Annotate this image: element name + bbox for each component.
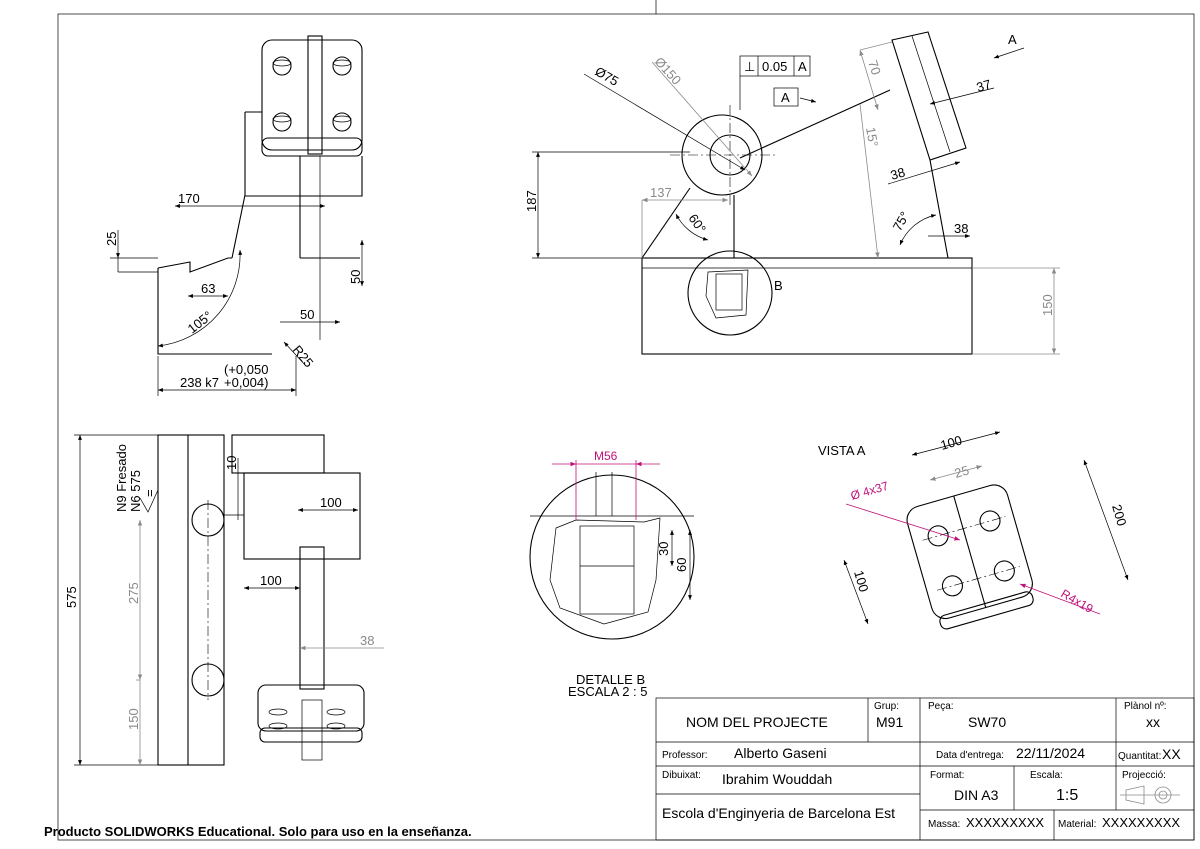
vista-a-title: VISTA A xyxy=(818,443,866,458)
dim-30: 30 xyxy=(656,542,671,556)
quantitat-label: Quantitat: xyxy=(1118,751,1161,762)
dim-100-left: 100 xyxy=(851,569,871,594)
grup-label: Grup: xyxy=(874,701,899,712)
projection-symbol-icon xyxy=(1120,785,1180,805)
datum-box xyxy=(773,87,799,107)
detail-ref-b: B xyxy=(774,278,783,293)
school-name: Escola d'Enginyeria de Barcelona Est xyxy=(662,805,895,821)
dim-15deg: 15° xyxy=(863,126,881,148)
dim-dia75: Ø75 xyxy=(593,64,622,89)
dim-275: 275 xyxy=(126,582,141,604)
quantitat-value: XX xyxy=(1162,746,1181,762)
dim-dia-4x37: Ø 4x37 xyxy=(849,479,890,503)
dim-37: 37 xyxy=(975,76,993,94)
format-label: Format: xyxy=(930,770,964,781)
grup-value: M91 xyxy=(876,714,903,730)
datum-label: A xyxy=(781,90,790,105)
fcf-symbol: ⊥ xyxy=(744,59,755,74)
dim-137: 137 xyxy=(650,185,672,200)
dim-575: 575 xyxy=(64,586,79,608)
fcf-datum: A xyxy=(798,59,807,74)
dim-60deg: 60° xyxy=(686,211,710,236)
massa-value: XXXXXXXXX xyxy=(966,815,1044,830)
dim-105deg: 105° xyxy=(185,308,215,336)
professor-value: Alberto Gaseni xyxy=(734,745,827,761)
massa-label: Massa: xyxy=(928,819,960,830)
dim-150-v: 150 xyxy=(126,708,141,730)
dim-38-lower: 38 xyxy=(954,221,968,236)
fcf-value: 0.05 xyxy=(762,59,787,74)
material-value: XXXXXXXXX xyxy=(1102,815,1180,830)
dim-238-k7: 238 k7 xyxy=(180,375,219,390)
surface-n9: N9 Fresado xyxy=(114,444,129,512)
dim-75deg: 75° xyxy=(890,209,913,234)
dim-50-v: 50 xyxy=(348,270,363,284)
dim-60: 60 xyxy=(674,558,689,572)
view-bottom-left: 575 275 150 10 100 100 38 N9 Fresado N6 … xyxy=(64,434,384,766)
material-label: Material: xyxy=(1058,819,1096,830)
dim-38-upper: 38 xyxy=(889,164,907,182)
view-top-left: 170 25 63 105° 50 50 R25 238 k7 (+0,050 … xyxy=(104,35,364,396)
dim-25: 25 xyxy=(104,232,119,246)
title-block: NOM DEL PROJECTE Grup: M91 Peça: SW70 Pl… xyxy=(655,697,1195,841)
view-detail-b: M56 30 60 DETALLE B ESCALA 2 : 5 xyxy=(529,449,695,699)
tolerance-lower: +0,004) xyxy=(224,375,268,390)
dim-m56: M56 xyxy=(594,449,618,463)
project-name: NOM DEL PROJECTE xyxy=(686,714,828,730)
feature-control-frame xyxy=(739,55,811,77)
dim-100-lower: 100 xyxy=(260,573,282,588)
dim-r4x19: R4x19 xyxy=(1059,586,1096,616)
surface-n6: N6 575 xyxy=(128,470,143,512)
surface-eq: = xyxy=(142,489,157,497)
dibuixat-value: Ibrahim Wouddah xyxy=(722,771,832,787)
dim-50-h: 50 xyxy=(300,307,314,322)
dim-187: 187 xyxy=(524,190,539,212)
dim-100-top: 100 xyxy=(939,432,964,452)
projeccio-label: Projecció: xyxy=(1122,770,1166,781)
dim-10: 10 xyxy=(224,456,239,470)
dim-63: 63 xyxy=(201,281,215,296)
sheet-border xyxy=(57,13,1195,841)
solidworks-watermark: Producto SOLIDWORKS Educational. Solo pa… xyxy=(44,824,472,839)
dim-170: 170 xyxy=(178,191,200,206)
tolerance-upper: (+0,050 xyxy=(224,362,268,377)
planol-label: Plànol nº: xyxy=(1124,701,1167,712)
escala-value: 1:5 xyxy=(1056,787,1078,804)
view-arrow-label: A xyxy=(1008,32,1017,47)
format-value: DIN A3 xyxy=(954,787,999,803)
view-vista-a: VISTA A 100 25 Ø 4x37 200 100 R4x19 xyxy=(818,431,1130,630)
detail-b-scale: ESCALA 2 : 5 xyxy=(568,684,648,699)
detail-b-title: DETALLE B xyxy=(576,672,645,687)
dim-70: 70 xyxy=(865,58,884,76)
dim-r25: R25 xyxy=(290,342,317,370)
peca-value: SW70 xyxy=(968,714,1006,730)
dim-100-upper: 100 xyxy=(320,495,342,510)
dim-200: 200 xyxy=(1109,503,1129,528)
data-value: 22/11/2024 xyxy=(1016,745,1085,761)
dim-dia150: Ø150 xyxy=(652,54,684,88)
dibuixat-label: Dibuixat: xyxy=(662,770,701,781)
dim-38-grey: 38 xyxy=(360,633,374,648)
dim-150: 150 xyxy=(1040,294,1055,316)
dim-25-grey: 25 xyxy=(953,462,971,480)
peca-label: Peça: xyxy=(928,701,954,712)
escala-label: Escala: xyxy=(1030,770,1063,781)
planol-value: xx xyxy=(1146,714,1160,730)
data-label: Data d'entrega: xyxy=(936,750,1004,761)
professor-label: Professor: xyxy=(662,750,708,761)
view-top-right: ⊥ 0.05 A A A B Ø75 Ø150 187 137 60° 70 3… xyxy=(524,31,1060,355)
